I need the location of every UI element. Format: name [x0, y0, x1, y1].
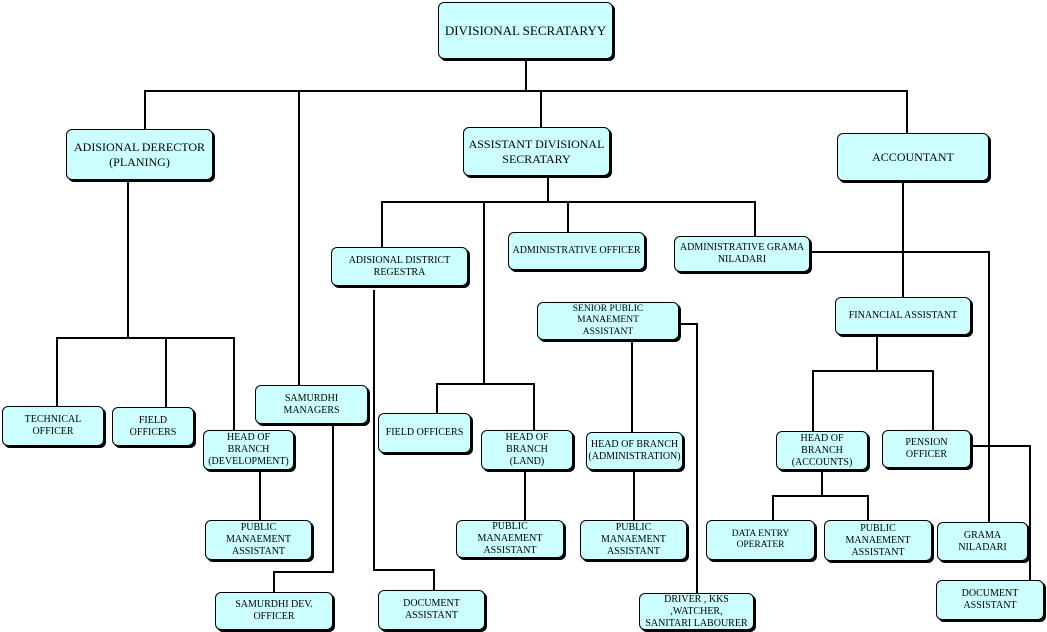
connector-hobacc-children [772, 495, 869, 520]
public-management-assistant-accounts-node: PUBLIC MANAEMENT ASSISTANT [824, 520, 932, 561]
field-officers-planning-node: FIELD OFFICERS [112, 407, 194, 446]
head-of-branch-administration-label: HEAD OF BRANCH (ADMINISTRATION) [588, 439, 681, 462]
administrative-grama-niladari-node: ADMINISTRATIVE GRAMA NILADARI [674, 236, 810, 272]
connector-planning-bus [56, 337, 235, 430]
head-of-branch-land-node: HEAD OF BRANCH (LAND) [481, 430, 573, 470]
additional-director-node: ADISIONAL DERECTOR (PLANING) [66, 129, 213, 180]
document-assistant-registrar-node: DOCUMENT ASSISTANT [378, 590, 485, 630]
samurdhi-managers-label: SAMURDHI MANAGERS [283, 392, 340, 416]
administrative-officer-node: ADMINISTRATIVE OFFICER [508, 232, 645, 270]
connector-admingn-grama [810, 251, 990, 522]
field-officers-planning-label: FIELD OFFICERS [129, 414, 177, 438]
public-management-assistant-land-label: PUBLIC MANAEMENT ASSISTANT [477, 521, 543, 556]
assistant-divisional-secretary-label: ASSISTANT DIVISIONAL SECRATARY [468, 137, 605, 166]
connector-field-land-bus [436, 383, 535, 430]
financial-assistant-node: FINANCIAL ASSISTANT [835, 297, 971, 335]
connector-fin-hob-pension [812, 370, 934, 431]
head-of-branch-accounts-label: HEAD OF BRANCH (ACCOUNTS) [791, 432, 853, 468]
senior-public-management-assistant-label: SENIOR PUBLIC MANAEMENT ASSISTANT [572, 303, 644, 337]
pension-officer-node: PENSION OFFICER [882, 430, 971, 468]
assistant-divisional-secretary-node: ASSISTANT DIVISIONAL SECRATARY [463, 127, 610, 176]
document-assistant-registrar-label: DOCUMENT ASSISTANT [403, 598, 460, 621]
divisional-secretary-node: DIVISIONAL SECRATARYY [438, 2, 613, 59]
additional-district-registrar-node: ADISIONAL DISTRICT REGESTRA [331, 247, 468, 286]
senior-public-management-assistant-node: SENIOR PUBLIC MANAEMENT ASSISTANT [537, 302, 679, 340]
public-management-assistant-land-node: PUBLIC MANAEMENT ASSISTANT [456, 520, 564, 558]
additional-district-registrar-label: ADISIONAL DISTRICT REGESTRA [348, 254, 451, 278]
connector-samurdhi-devofficer [273, 424, 334, 592]
public-management-assistant-admin-node: PUBLIC MANAEMENT ASSISTANT [580, 520, 687, 560]
additional-director-label: ADISIONAL DERECTOR (PLANING) [74, 140, 205, 169]
samurdhi-dev-officer-label: SAMURDHI DEV. OFFICER [235, 599, 313, 622]
document-assistant-pension-node: DOCUMENT ASSISTANT [936, 580, 1044, 620]
pension-officer-label: PENSION OFFICER [905, 437, 948, 460]
head-of-branch-land-label: HEAD OF BRANCH (LAND) [505, 432, 549, 467]
public-management-assistant-admin-label: PUBLIC MANAEMENT ASSISTANT [601, 522, 666, 557]
data-entry-operator-label: DATA ENTRY OPERATER [731, 528, 790, 550]
administrative-officer-label: ADMINISTRATIVE OFFICER [512, 245, 641, 256]
grama-niladari-label: GRAMA NILADARI [958, 529, 1007, 553]
head-of-branch-administration-node: HEAD OF BRANCH (ADMINISTRATION) [586, 432, 683, 470]
driver-kks-watcher-label: DRIVER , KKS ,WATCHER, SANITARI LABOURER [645, 593, 748, 629]
connector-spma-driver [679, 323, 698, 593]
head-of-branch-development-node: HEAD OF BRANCH (DEVELOPMENT) [203, 430, 294, 470]
public-management-assistant-dev-node: PUBLIC MANAEMENT ASSISTANT [205, 520, 312, 560]
accountant-label: ACCOUNTANT [872, 149, 954, 164]
financial-assistant-label: FINANCIAL ASSISTANT [848, 310, 958, 321]
document-assistant-pension-label: DOCUMENT ASSISTANT [961, 588, 1019, 611]
connector-registrar-docasst [373, 290, 435, 590]
field-officers-assistant-label: FIELD OFFICERS [385, 427, 464, 438]
divisional-secretary-label: DIVISIONAL SECRATARYY [444, 22, 607, 38]
grama-niladari-node: GRAMA NILADARI [937, 522, 1028, 561]
field-officers-assistant-node: FIELD OFFICERS [378, 413, 471, 453]
administrative-grama-niladari-label: ADMINISTRATIVE GRAMA NILADARI [679, 242, 805, 265]
technical-officer-node: TECHNICAL OFFICER [2, 406, 104, 446]
technical-officer-label: TECHNICAL OFFICER [24, 414, 82, 437]
accountant-node: ACCOUNTANT [837, 133, 989, 181]
driver-kks-watcher-node: DRIVER , KKS ,WATCHER, SANITARI LABOURER [639, 593, 754, 630]
head-of-branch-accounts-node: HEAD OF BRANCH (ACCOUNTS) [776, 431, 868, 470]
data-entry-operator-node: DATA ENTRY OPERATER [706, 520, 815, 560]
connector-pension-docasst [971, 445, 1031, 580]
public-management-assistant-dev-label: PUBLIC MANAEMENT ASSISTANT [226, 522, 291, 557]
public-management-assistant-accounts-label: PUBLIC MANAEMENT ASSISTANT [845, 522, 911, 558]
samurdhi-managers-node: SAMURDHI MANAGERS [255, 385, 368, 424]
samurdhi-dev-officer-node: SAMURDHI DEV. OFFICER [215, 592, 333, 630]
head-of-branch-development-label: HEAD OF BRANCH (DEVELOPMENT) [208, 432, 289, 467]
